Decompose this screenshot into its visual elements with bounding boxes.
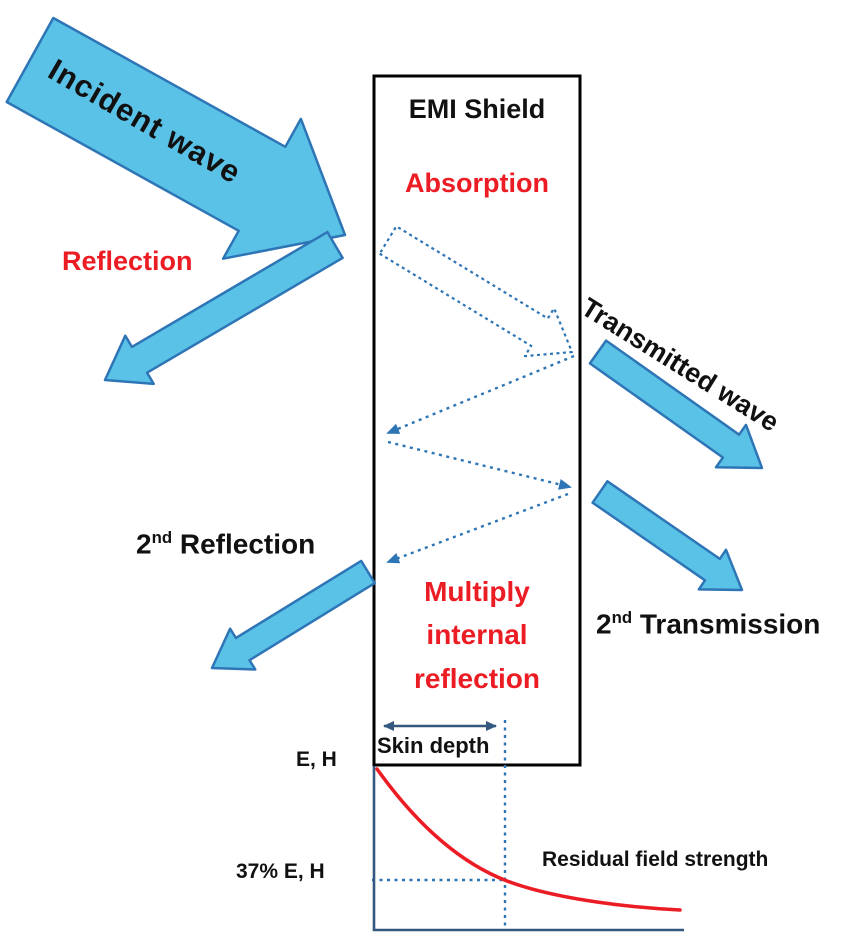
transmitted-wave-arrow [588, 339, 764, 470]
multiple-internal-reflection-line-2: internal [426, 619, 528, 651]
second-reflection-rest: Reflection [179, 528, 316, 560]
reflection-arrow [103, 230, 344, 386]
skin-depth-label: Skin depth [377, 733, 490, 758]
graph-axes [372, 766, 684, 932]
absorption-dotted-arrow [378, 225, 574, 358]
reflection-label: Reflection [62, 246, 193, 276]
residual-field-strength-label: Residual field strength [542, 848, 769, 871]
emi-shield-slab [372, 74, 582, 767]
second-transmission-sup: nd [611, 608, 633, 627]
second-transmission-label: 2nd Transmission [596, 608, 820, 640]
second-reflection-label: 2nd Reflection [136, 528, 315, 560]
multiple-internal-reflection-line-1: Multiply [424, 576, 530, 607]
second-reflection-arrow [210, 559, 377, 671]
field-strength-37-label: 37% E, H [236, 860, 325, 883]
field-strength-top-label: E, H [296, 748, 337, 771]
second-transmission-base: 2 [596, 608, 612, 640]
second-transmission-rest: Transmission [639, 608, 821, 640]
second-reflection-sup: nd [151, 528, 173, 547]
absorption-label: Absorption [405, 168, 549, 198]
internal-reflection-ray-1 [386, 354, 575, 435]
internal-reflection-ray-2 [387, 440, 572, 490]
multiple-internal-reflection-label: Multiply internal reflection [374, 570, 580, 700]
internal-reflection-ray-3 [386, 492, 569, 564]
second-transmission-arrow [591, 480, 744, 592]
field-decay-curve [375, 767, 682, 912]
incident-wave-arrow [5, 16, 347, 260]
emi-shield-title: EMI Shield [408, 94, 546, 124]
multiple-internal-reflection-line-3: reflection [413, 662, 541, 694]
second-reflection-base: 2 [136, 528, 152, 560]
